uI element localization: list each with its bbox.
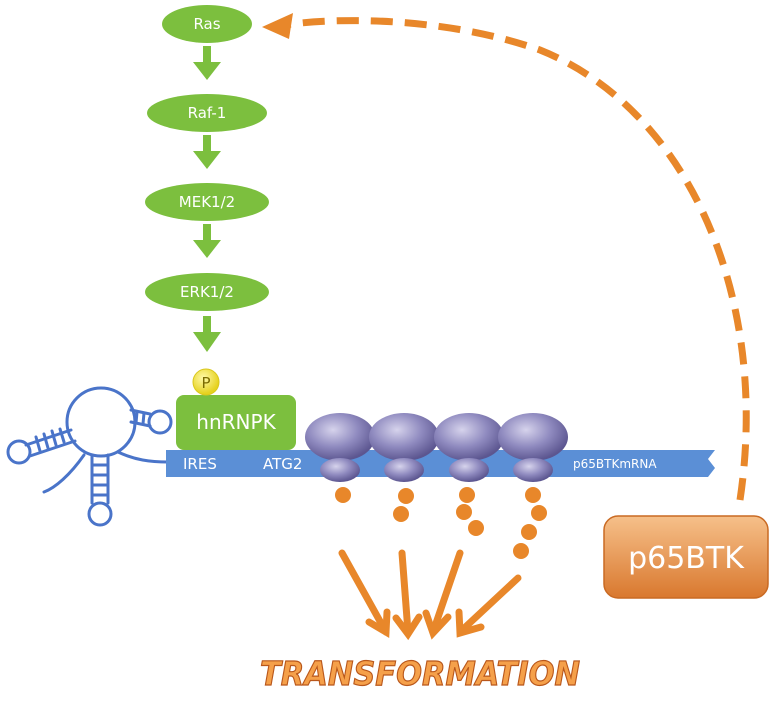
transformation-arrows — [338, 549, 522, 641]
arrow-raf-mek — [193, 135, 221, 169]
mrna-strand: IRES ATG2 p65BTKmRNA — [166, 450, 715, 477]
arrow-to-transformation-3 — [422, 549, 464, 640]
feedback-arrow — [262, 13, 750, 501]
transformation-label: TRANSFORMATION — [260, 654, 580, 693]
arrow-erk-hnrnpk — [193, 316, 221, 352]
node-ras-label: Ras — [193, 15, 220, 33]
peptide-3 — [456, 487, 484, 536]
ribosome-1 — [305, 413, 375, 482]
p65btk-product: p65BTK — [603, 515, 769, 599]
peptide-1 — [335, 487, 351, 503]
ires-label: IRES — [183, 455, 217, 473]
atg-label: ATG2 — [263, 455, 302, 473]
hnrnpk-label: hnRNPK — [196, 410, 276, 434]
node-mek1-2-label: MEK1/2 — [179, 193, 235, 211]
arrow-to-transformation-4 — [455, 574, 522, 638]
node-erk1-2: ERK1/2 — [145, 273, 269, 311]
ribosome-3 — [434, 413, 504, 482]
nascent-peptides — [335, 487, 547, 559]
arrow-ras-raf — [193, 46, 221, 80]
pathway-cascade: Ras Raf-1 MEK1/2 ERK1/2 — [145, 5, 269, 352]
node-ras: Ras — [162, 5, 252, 43]
ribosome-4 — [498, 413, 568, 482]
ribosomes — [305, 413, 568, 482]
arrow-mek-erk — [193, 224, 221, 258]
node-raf-1-label: Raf-1 — [188, 104, 227, 122]
node-raf-1: Raf-1 — [147, 94, 267, 132]
mrna-name-label: p65BTKmRNA — [573, 457, 657, 471]
ires-rna-structure — [6, 386, 173, 527]
node-mek1-2: MEK1/2 — [145, 183, 269, 221]
arrow-to-transformation-2 — [392, 549, 423, 641]
phosphate-badge: P — [192, 368, 220, 396]
arrow-to-transformation-1 — [338, 549, 391, 638]
ribosome-2 — [369, 413, 439, 482]
hnrnpk-protein: hnRNPK — [176, 395, 296, 450]
node-erk1-2-label: ERK1/2 — [180, 283, 234, 301]
peptide-2 — [393, 488, 414, 522]
peptide-4 — [513, 487, 547, 559]
phosphate-label: P — [201, 374, 210, 392]
p65btk-label: p65BTK — [628, 541, 745, 576]
